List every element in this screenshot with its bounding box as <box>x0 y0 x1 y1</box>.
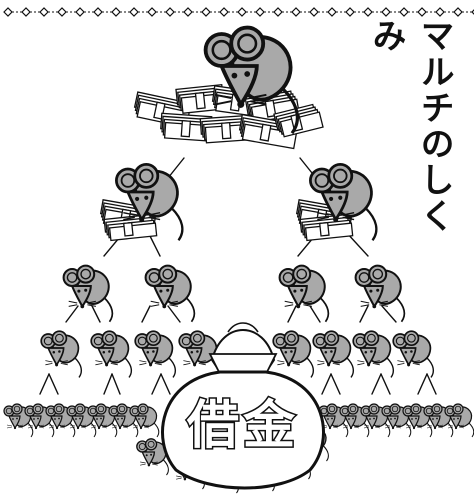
border-diamond-icon <box>147 7 166 17</box>
border-diamond-icon <box>327 7 346 17</box>
connector-line <box>39 373 50 395</box>
connector-line <box>160 373 171 395</box>
connector-line <box>65 305 79 323</box>
border-diamond-icon <box>255 7 274 17</box>
mouse-icon <box>392 330 435 378</box>
connector-line <box>91 305 101 323</box>
connector-line <box>359 305 369 323</box>
border-diamond-icon <box>435 7 454 17</box>
mouse-icon <box>40 330 83 378</box>
mouse-icon <box>278 264 330 323</box>
mouse-icon <box>203 25 299 135</box>
mouse-icon <box>129 403 160 438</box>
mouse-icon <box>272 330 315 378</box>
border-diamond-icon <box>21 7 40 17</box>
border-diamond-icon <box>381 7 400 17</box>
border-diamond-icon <box>75 7 94 17</box>
connector-line <box>48 373 59 395</box>
mouse-icon <box>352 330 395 378</box>
border-diamond-icon <box>453 7 472 17</box>
border-diamond-icon <box>345 7 364 17</box>
mouse-icon <box>144 264 196 323</box>
connector-line <box>381 305 397 323</box>
border-diamond-icon <box>183 7 202 17</box>
connector-line <box>151 373 162 395</box>
mouse-icon <box>312 330 355 378</box>
debt-label: 借金 <box>185 395 299 458</box>
mouse-icon <box>309 163 378 241</box>
connector-line <box>321 373 332 395</box>
connector-line <box>371 373 382 395</box>
border-diamond-icon <box>57 7 76 17</box>
page-title: マルチのしくみ <box>366 18 454 234</box>
connector-line <box>330 373 341 395</box>
mouse-icon <box>108 403 139 438</box>
money-stack-icon <box>238 113 298 150</box>
mouse-icon <box>62 264 114 323</box>
connector-line <box>380 373 391 395</box>
border-diamond-icon <box>129 7 148 17</box>
money-stack-icon <box>103 213 158 242</box>
mouse-icon <box>45 403 76 438</box>
mouse-icon <box>115 163 184 241</box>
decorative-border <box>3 7 474 17</box>
border-diamond-icon <box>273 7 292 17</box>
connector-line <box>111 373 121 395</box>
connector-line <box>167 305 181 323</box>
border-diamond-icon <box>219 7 238 17</box>
border-diamond-icon <box>201 7 220 17</box>
border-diamond-icon <box>93 7 112 17</box>
border-diamond-icon <box>39 7 58 17</box>
border-diamond-icon <box>237 7 256 17</box>
border-diamond-icon <box>399 7 418 17</box>
border-diamond-icon <box>417 7 436 17</box>
mouse-icon <box>134 330 177 378</box>
border-diamond-icon <box>309 7 328 17</box>
money-stack-icon <box>244 90 301 124</box>
connector-line <box>141 305 151 323</box>
border-diamond-icon <box>363 7 382 17</box>
money-bag-icon <box>161 322 325 490</box>
border-diamond-icon <box>3 7 22 17</box>
connector-line <box>426 373 437 395</box>
connector-line <box>309 305 321 323</box>
border-diamond-icon <box>291 7 310 17</box>
mouse-icon <box>354 264 406 323</box>
mouse-icon <box>24 403 55 438</box>
border-diamond-icon <box>111 7 130 17</box>
mouse-icon <box>90 330 133 378</box>
border-diamond-icon <box>165 7 184 17</box>
mouse-icon <box>444 403 474 438</box>
connector-line <box>103 373 113 395</box>
connector-line <box>167 157 185 179</box>
connector-line <box>417 373 428 395</box>
mouse-icon <box>136 438 169 476</box>
connector-line <box>287 305 297 323</box>
